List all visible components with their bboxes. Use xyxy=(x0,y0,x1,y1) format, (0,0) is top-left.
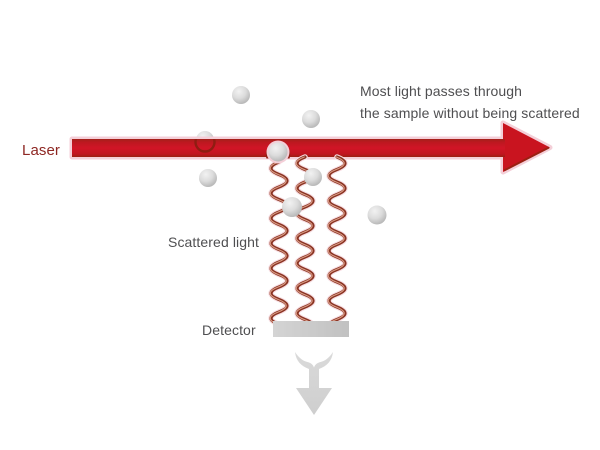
annotation-line-2: the sample without being scattered xyxy=(360,105,580,121)
particle xyxy=(302,110,320,128)
laser-label: Laser xyxy=(22,142,60,159)
particle xyxy=(232,86,250,104)
detector-bar xyxy=(273,321,349,337)
detector-output-down-arrow-icon xyxy=(295,352,333,415)
wave-highlight xyxy=(295,156,313,333)
particle xyxy=(304,168,322,186)
laser-beam-arrow xyxy=(69,120,553,175)
scattered-light-label: Scattered light xyxy=(168,234,259,250)
particle xyxy=(367,205,387,225)
wave-highlight xyxy=(269,161,287,326)
annotation-line-1: Most light passes through xyxy=(360,83,522,99)
particles xyxy=(199,86,387,225)
particle xyxy=(199,169,217,187)
wave-highlight xyxy=(327,156,345,333)
detector-label: Detector xyxy=(202,322,256,338)
particle xyxy=(282,197,302,217)
annotation-most-light: Most light passes through the sample wit… xyxy=(360,83,580,121)
particle xyxy=(268,142,288,162)
particle-shadow xyxy=(194,139,216,153)
scattered-light-waves xyxy=(268,154,348,335)
arrowhead-lower-edge xyxy=(503,146,550,172)
